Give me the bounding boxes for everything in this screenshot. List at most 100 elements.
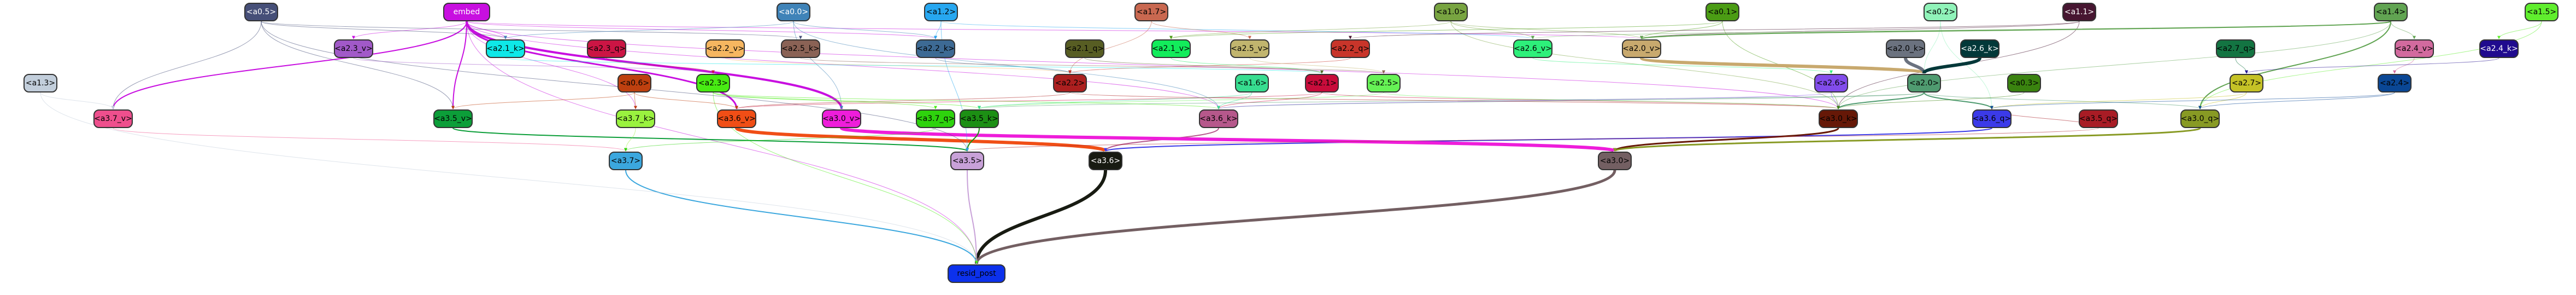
node-a3-5-v[interactable]: <a3.5_v> [433,109,473,128]
node-a2-2-v[interactable]: <a2.2_v> [705,39,745,58]
node-a1-4[interactable]: <a1.4> [2374,3,2408,21]
edge-a3_5_q-to-a3_5 [966,128,2099,152]
edge-a0_1-to-a2_0_v [1640,21,1723,39]
node-a0-5[interactable]: <a0.5> [244,3,278,21]
edge-a1_4-to-a3_0_k [1837,21,2391,109]
edge-a2_6_v-to-a2_6 [1532,57,1833,74]
node-a0-6[interactable]: <a0.6> [617,74,651,92]
edge-a0_0-to-a3_6_k [793,21,1220,109]
edge-a2_3-to-a3_6_k [713,92,1220,109]
node-a1-6[interactable]: <a1.6> [1235,74,1269,92]
node-a2-1-v[interactable]: <a2.1_v> [1151,39,1191,58]
edge-a0_0-to-a3_0_v [793,21,843,109]
node-a2-6-k[interactable]: <a2.6_k> [1960,39,1999,58]
node-a3-0-v[interactable]: <a3.0_v> [822,109,861,128]
node-a1-3[interactable]: <a1.3> [23,74,57,92]
node-a2-3-q[interactable]: <a2.3_q> [587,39,626,58]
edge-a3_6_v-to-a3_6 [735,126,1107,153]
node-a2-4-k[interactable]: <a2.4_k> [2479,39,2519,58]
node-a0-1[interactable]: <a0.1> [1705,3,1739,21]
edge-a3_7_q-to-a3_7 [624,128,936,152]
edge-a2_2_k-to-a2_2 [935,57,1072,74]
edge-a1_6-to-a3_6_k [1217,92,1252,109]
edge-a0_5-to-a3_5_v [261,21,455,109]
node-a1-7[interactable]: <a1.7> [1134,3,1168,21]
edge-a3_6-to-resid_post [975,170,1107,264]
node-a2-5[interactable]: <a2.5> [1367,74,1401,92]
node-a3-0[interactable]: <a3.0> [1598,152,1632,170]
edge-a0_0-to-a2_2_k [793,21,937,39]
node-a0-2[interactable]: <a0.2> [1924,3,1957,21]
node-a3-7-v[interactable]: <a3.7_v> [93,109,133,128]
edge-a2_2-to-a3_0_k [1069,92,1840,109]
node-a2-2[interactable]: <a2.2> [1053,74,1087,92]
edge-a2_4-to-a3_6_q [1990,92,2395,109]
node-resid-post[interactable]: resid_post [948,264,1005,283]
node-a2-4-v[interactable]: <a2.4_v> [2395,39,2434,58]
node-a2-6-v[interactable]: <a2.6_v> [1513,39,1552,58]
edge-a2_0-to-a3_0_q [1924,92,2202,109]
node-a3-7-k[interactable]: <a3.7_k> [616,109,655,128]
node-a2-6[interactable]: <a2.6> [1814,74,1848,92]
node-a3-7-q[interactable]: <a3.7_q> [916,109,955,128]
node-a3-6[interactable]: <a3.6> [1089,152,1122,170]
node-a2-7-q[interactable]: <a2.7_q> [2216,39,2255,58]
node-a2-3-v[interactable]: <a2.3_v> [334,39,373,58]
edge-a2_1-to-a3_6_k [1217,92,1322,109]
edge-embed-to-a3_0_k [466,21,1840,109]
node-a2-0[interactable]: <a2.0> [1907,74,1941,92]
node-a2-1-q[interactable]: <a2.1_q> [1065,39,1104,58]
edge-embed-to-a3_5_v [451,21,467,109]
node-a2-0-v[interactable]: <a2.0_v> [1622,39,1661,58]
edge-a1_0-to-a2_1_v [1169,21,1451,39]
node-a1-5[interactable]: <a1.5> [2525,3,2559,21]
edge-a3_0-to-resid_post [975,170,1616,264]
node-embed[interactable]: embed [443,3,490,21]
node-a3-0-q[interactable]: <a3.0_q> [2180,109,2220,128]
node-a2-3[interactable]: <a2.3> [696,74,730,92]
node-a1-0[interactable]: <a1.0> [1434,3,1468,21]
edge-a3_7-to-resid_post [625,170,978,264]
node-a3-5-q[interactable]: <a3.5_q> [2079,109,2118,128]
node-a2-7[interactable]: <a2.7> [2230,74,2263,92]
edge-embed-to-a2_0_v [466,21,1643,39]
edge-a2_3_q-to-a2_3 [606,57,715,74]
edge-a2_3-to-a3_5_k [713,92,981,109]
edge-a2_1-to-a3_6_v [735,92,1322,109]
edge-a2_6-to-a3_0_k [1831,92,1840,109]
node-a2-0-k[interactable]: <a2.0_k> [1886,39,1925,58]
node-a2-2-q[interactable]: <a2.2_q> [1331,39,1370,58]
node-a3-7[interactable]: <a3.7> [609,152,643,170]
edge-a0_6-to-a3_5_v [451,92,635,109]
edge-embed-to-resid_post [466,21,978,264]
node-a3-5[interactable]: <a3.5> [950,152,984,170]
node-a0-3[interactable]: <a0.3> [2007,74,2041,92]
node-a3-5-k[interactable]: <a3.5_k> [960,109,999,128]
edge-a1_2-to-a2_2_k [934,21,942,39]
edge-a1_2-to-a2_6_v [940,21,1534,39]
node-a3-6-v[interactable]: <a3.6_v> [717,109,756,128]
node-a1-2[interactable]: <a1.2> [924,3,958,21]
edge-a0_5-to-a3_7_v [111,21,262,109]
node-a2-1-k[interactable]: <a2.1_k> [486,39,525,58]
edge-a2_4-to-a3_0_q [2198,92,2395,109]
edge-a2_1_q-to-a2_1 [1084,57,1324,74]
edge-a1_6-to-a3_5_k [978,92,1252,109]
node-a2-1[interactable]: <a2.1> [1305,74,1339,92]
node-a2-2-k[interactable]: <a2.2_k> [916,39,955,58]
node-a2-5-v[interactable]: <a2.5_v> [1230,39,1269,58]
edge-a3_0_k-to-a3_0 [1613,127,1839,152]
node-a3-6-k[interactable]: <a3.6_k> [1199,109,1238,128]
node-a0-0[interactable]: <a0.0> [777,3,810,21]
node-a3-6-q[interactable]: <a3.6_q> [1972,109,2012,128]
node-a3-0-k[interactable]: <a3.0_k> [1819,109,1858,128]
edge-a1_0-to-a2_6_v [1450,21,1534,39]
edge-a2_5-to-a3_0_k [1383,92,1840,109]
node-a2-5-k[interactable]: <a2.5_k> [781,39,820,58]
edge-a2_5-to-a3_5_k [978,92,1384,109]
node-a2-4[interactable]: <a2.4> [2378,74,2412,92]
node-a1-1[interactable]: <a1.1> [2062,3,2096,21]
edge-a1_0-to-a2_0_v [1450,21,1643,39]
